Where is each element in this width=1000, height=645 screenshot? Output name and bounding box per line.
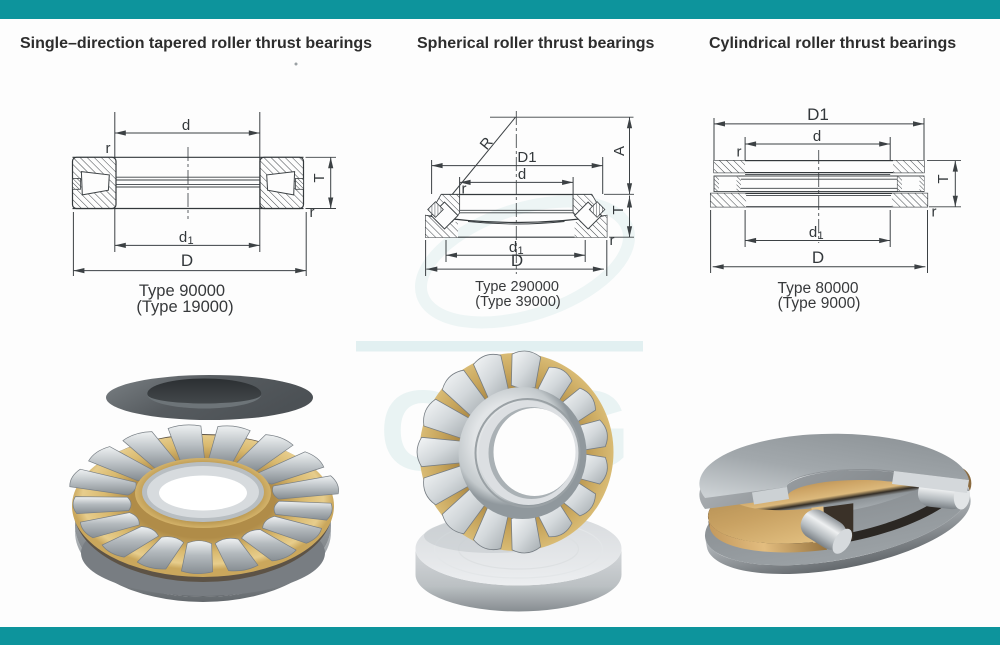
svg-text:1: 1	[188, 235, 194, 247]
svg-text:r: r	[310, 204, 315, 221]
svg-text:1: 1	[518, 245, 524, 257]
svg-text:r: r	[932, 204, 937, 221]
svg-text:d: d	[182, 117, 190, 134]
svg-text:(Type 39000): (Type 39000)	[475, 294, 560, 310]
svg-text:Type 290000: Type 290000	[475, 279, 559, 295]
svg-text:d: d	[518, 166, 526, 183]
svg-text:T: T	[935, 174, 952, 183]
svg-text:(Type 9000): (Type 9000)	[778, 295, 861, 312]
svg-text:r: r	[106, 140, 111, 157]
svg-text:Type 80000: Type 80000	[777, 280, 858, 297]
svg-text:D1: D1	[807, 105, 829, 124]
svg-text:R: R	[477, 134, 497, 153]
svg-text:r: r	[610, 232, 615, 249]
svg-text:D: D	[181, 251, 193, 270]
svg-text:d: d	[813, 128, 821, 145]
svg-text:(Type 19000): (Type 19000)	[136, 298, 233, 316]
svg-text:T: T	[311, 173, 328, 182]
svg-text:1: 1	[818, 230, 824, 242]
svg-text:r: r	[737, 144, 742, 161]
svg-text:d: d	[179, 229, 187, 246]
svg-text:D1: D1	[517, 149, 536, 166]
svg-text:Type 90000: Type 90000	[139, 282, 225, 300]
svg-text:r: r	[462, 181, 467, 198]
svg-text:D: D	[812, 248, 824, 267]
svg-text:d: d	[809, 224, 817, 241]
svg-text:d: d	[509, 239, 517, 256]
svg-text:D: D	[511, 251, 523, 270]
svg-text:A: A	[611, 146, 628, 156]
svg-text:T: T	[610, 205, 627, 214]
